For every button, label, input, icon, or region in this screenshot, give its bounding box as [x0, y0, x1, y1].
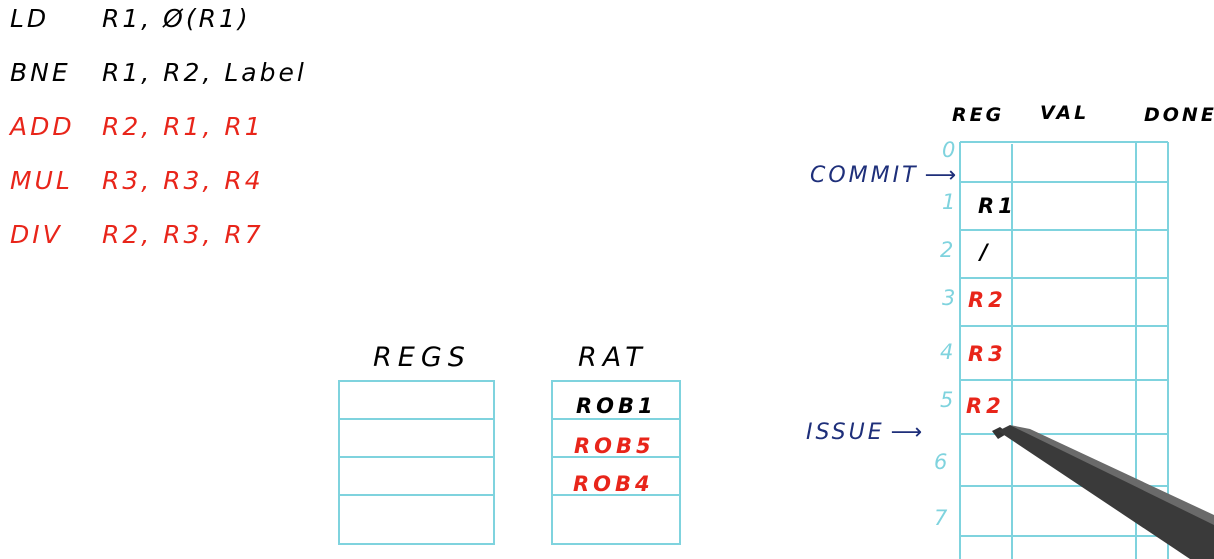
rat-title: RAT [578, 342, 648, 373]
rob-index: 3 [942, 286, 956, 310]
instruction-args: R2, R1, R1 [102, 112, 264, 141]
rob-reg-entry: R3 [968, 342, 1007, 366]
rat-entry: ROB4 [573, 472, 654, 496]
issue-pointer: ISSUE ⟶ [806, 420, 925, 445]
instruction-opcode: ADD [10, 112, 75, 141]
rat-table [548, 377, 688, 549]
rob-reg-entry: R2 [966, 394, 1005, 418]
rat-entry: ROB1 [576, 394, 657, 418]
pen-icon [992, 425, 1214, 559]
instruction-opcode: MUL [10, 166, 73, 195]
rob-reg-entry: / [980, 240, 992, 264]
instruction-opcode: LD [10, 4, 50, 33]
rob-reg-entry: R1 [978, 194, 1017, 218]
regs-title: REGS [373, 342, 471, 373]
rat-entry: ROB5 [574, 434, 655, 458]
rob-header-done: DONE [1144, 104, 1214, 126]
rob-index: 4 [940, 340, 954, 364]
instruction-list: LD R1, Ø(R1) BNE R1, R2, Label ADD R2, R… [10, 4, 307, 274]
rob-header-val: VAL [1040, 102, 1090, 124]
instruction-args: R2, R3, R7 [102, 220, 264, 249]
rob-index: 0 [942, 138, 956, 162]
arrow-right-icon: ⟶ [890, 420, 926, 445]
regs-table [335, 377, 500, 549]
rob-index: 2 [940, 238, 954, 262]
rob-reg-entry: R2 [968, 288, 1007, 312]
instruction-line: LD R1, Ø(R1) [10, 4, 307, 58]
rob-header-reg: REG [952, 104, 1005, 126]
rat-table-grid [551, 380, 681, 545]
instruction-args: R1, R2, Label [102, 58, 307, 87]
regs-table-grid [338, 380, 495, 545]
instruction-line: ADD R2, R1, R1 [10, 112, 307, 166]
arrow-right-icon: ⟶ [924, 163, 960, 188]
commit-pointer: COMMIT ⟶ [810, 163, 959, 188]
rob-index: 5 [940, 388, 954, 412]
rob-index: 7 [934, 506, 948, 530]
instruction-opcode: BNE [10, 58, 71, 87]
instruction-line: MUL R3, R3, R4 [10, 166, 307, 220]
issue-label: ISSUE [806, 420, 885, 445]
commit-label: COMMIT [810, 163, 919, 188]
instruction-args: R1, Ø(R1) [102, 4, 251, 33]
instruction-line: BNE R1, R2, Label [10, 58, 307, 112]
instruction-opcode: DIV [10, 220, 63, 249]
instruction-args: R3, R3, R4 [102, 166, 264, 195]
rob-index: 1 [942, 190, 956, 214]
rob-index: 6 [934, 450, 948, 474]
instruction-line: DIV R2, R3, R7 [10, 220, 307, 274]
